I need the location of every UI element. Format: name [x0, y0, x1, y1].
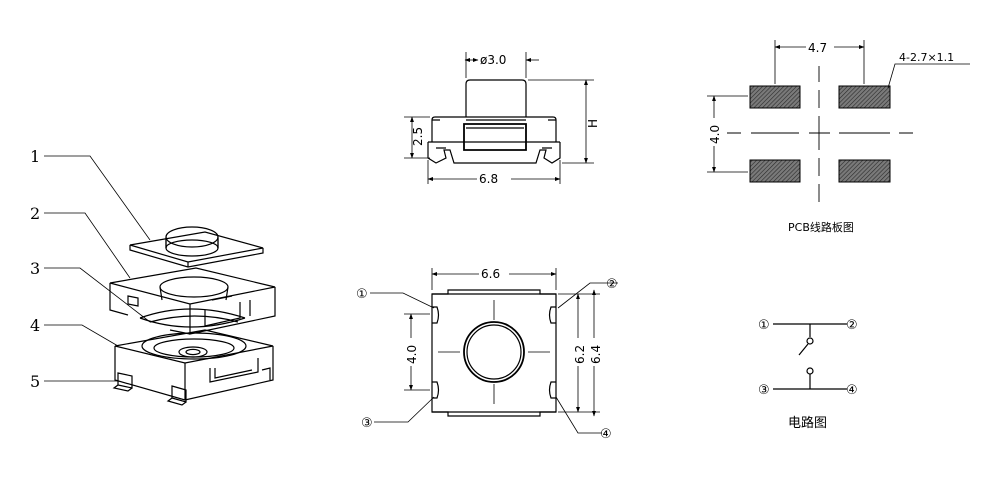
- top-pin-2: ②: [606, 277, 618, 292]
- part-4-base: [114, 329, 274, 401]
- part-2-frame: [109, 267, 276, 335]
- dim-h: H: [586, 119, 600, 128]
- part-label-2: 2: [30, 204, 40, 223]
- part-5-terminals: [112, 367, 271, 406]
- dim-width: 6.8: [479, 172, 498, 186]
- circuit-diagram: ① ② ③ ④ 电路图: [758, 318, 858, 431]
- dim-pin-spacing: 4.0: [405, 345, 419, 364]
- circuit-pin-3: ③: [758, 383, 770, 398]
- pcb-pad: [749, 85, 801, 109]
- pcb-layout: 4.7 4-2.7×1.1 4.0 PCB线路板图: [705, 40, 970, 234]
- top-pin-1: ①: [356, 287, 368, 302]
- pcb-pad: [838, 85, 891, 109]
- dim-body-inner: 6.2: [573, 345, 587, 364]
- dim-diameter: ø3.0: [480, 53, 506, 67]
- part-label-3: 3: [30, 259, 40, 278]
- exploded-view: 1 2 3 4 5: [30, 147, 276, 406]
- circuit-pin-2: ②: [846, 318, 858, 333]
- part-label-4: 4: [30, 316, 40, 335]
- pcb-caption: PCB线路板图: [788, 220, 854, 234]
- part-label-1: 1: [30, 147, 40, 166]
- circuit-pin-4: ④: [846, 383, 858, 398]
- part-3-dome: [139, 308, 246, 328]
- dim-pad-size: 4-2.7×1.1: [899, 51, 954, 64]
- circuit-pin-1: ①: [758, 318, 770, 333]
- dim-row-spacing: 4.0: [708, 125, 722, 144]
- pcb-pad: [838, 159, 891, 183]
- pcb-pad: [749, 159, 801, 183]
- dim-body-outer: 6.4: [589, 345, 603, 364]
- top-pin-3: ③: [361, 416, 373, 431]
- part-label-5: 5: [30, 372, 40, 391]
- circuit-caption: 电路图: [788, 415, 827, 431]
- top-view: 6.6 4.0 6.2 6.4 ① ② ③ ④: [356, 266, 618, 442]
- dim-pad-spacing: 4.7: [808, 41, 827, 55]
- part-1-actuator: [129, 226, 264, 268]
- side-view: ø3.0 2.5 H 6.8: [404, 52, 600, 186]
- dim-height: 2.5: [411, 127, 425, 146]
- top-pin-4: ④: [600, 427, 612, 442]
- dim-body-width: 6.6: [481, 267, 500, 281]
